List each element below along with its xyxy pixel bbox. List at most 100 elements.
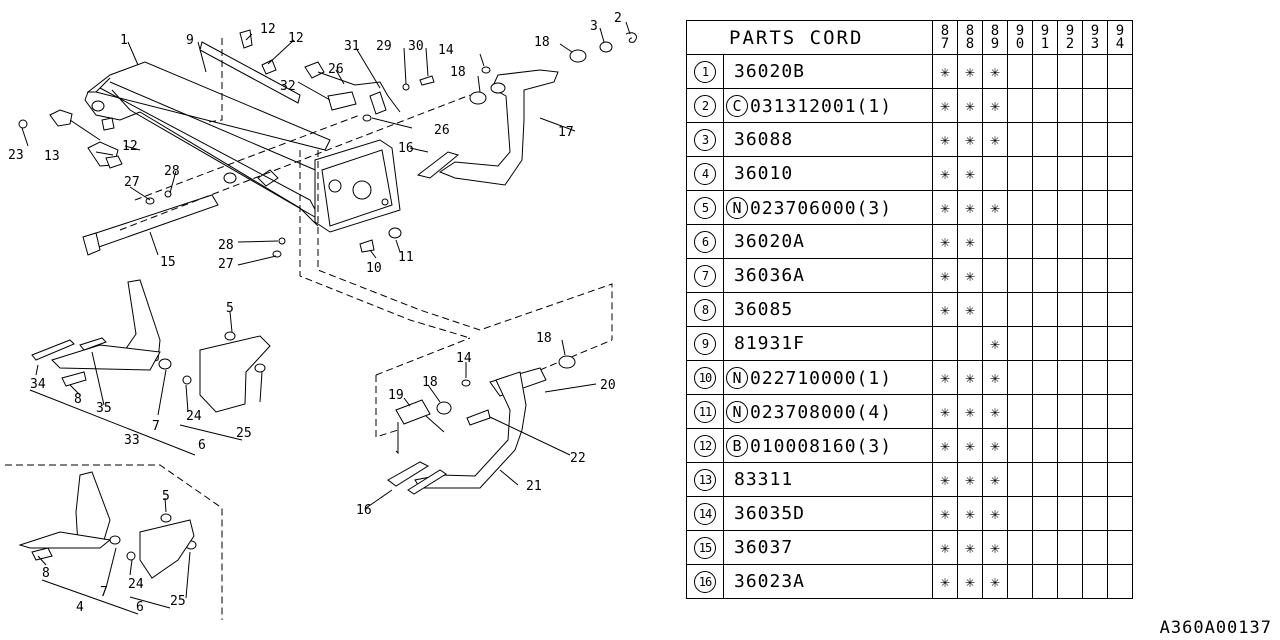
callout-27: 27 [124, 175, 140, 190]
part-code-cell: 36035D [723, 496, 933, 531]
year-applicability-cell [1107, 122, 1133, 157]
year-applicability-cell [1107, 54, 1133, 89]
year-applicability-cell: ✳ [932, 292, 958, 327]
year-applicability-cell [1057, 190, 1083, 225]
callout-18: 18 [534, 35, 550, 50]
ref-number: 6 [694, 230, 716, 253]
ref-number: 12 [694, 434, 716, 457]
year-applicability-cell [1032, 258, 1058, 293]
ref-number-cell: 12 [686, 428, 724, 463]
year-applicability-cell: ✳ [957, 258, 983, 293]
year-applicability-cell [1032, 190, 1058, 225]
year-applicability-cell [1057, 122, 1083, 157]
year-applicability-cell [1032, 360, 1058, 395]
part-code-cell: 36020A [723, 224, 933, 259]
callout-5: 5 [226, 301, 234, 316]
year-applicability-cell [1082, 156, 1108, 191]
year-applicability-cell [1082, 564, 1108, 599]
year-applicability-cell: ✳ [957, 496, 983, 531]
callout-22: 22 [570, 451, 586, 466]
part-code: 83311 [734, 469, 794, 490]
callout-18: 18 [536, 331, 552, 346]
ref-number: 7 [694, 264, 716, 287]
year-applicability-cell: ✳ [932, 190, 958, 225]
year-applicability-cell: ✳ [957, 360, 983, 395]
part-prefix-badge: N [726, 196, 748, 219]
callout-25: 25 [236, 426, 252, 441]
callout-12: 12 [260, 22, 276, 37]
ref-number: 16 [694, 570, 716, 593]
callout-3: 3 [590, 19, 598, 34]
year-applicability-cell: ✳ [957, 88, 983, 123]
year-applicability-cell [1082, 54, 1108, 89]
part-prefix-badge: N [726, 366, 748, 389]
year-applicability-cell [1007, 326, 1033, 361]
year-applicability-cell: ✳ [982, 564, 1008, 599]
year-applicability-cell [1032, 326, 1058, 361]
year-applicability-cell: ✳ [932, 530, 958, 565]
year-applicability-cell [1082, 360, 1108, 395]
year-applicability-cell [1082, 88, 1108, 123]
year-applicability-cell [1007, 88, 1033, 123]
year-applicability-cell [1057, 428, 1083, 463]
callout-4: 4 [76, 600, 84, 615]
year-applicability-cell [1082, 326, 1108, 361]
year-applicability-cell [1032, 462, 1058, 497]
year-applicability-cell [1057, 156, 1083, 191]
part-code-cell: 83311 [723, 462, 933, 497]
drawing-id: A360A00137 [1159, 618, 1272, 638]
year-applicability-cell [1107, 326, 1133, 361]
year-applicability-cell: ✳ [982, 462, 1008, 497]
ref-number-cell: 11 [686, 394, 724, 429]
part-code: 36020A [734, 231, 806, 252]
year-applicability-cell [1032, 428, 1058, 463]
year-applicability-cell [1107, 428, 1133, 463]
callout-16: 16 [398, 141, 414, 156]
callout-2: 2 [614, 11, 622, 26]
part-code: 36010 [734, 163, 794, 184]
year-applicability-cell [1007, 564, 1033, 599]
year-applicability-cell [1107, 292, 1133, 327]
ref-number-cell: 10 [686, 360, 724, 395]
year-applicability-cell [1057, 462, 1083, 497]
exploded-parts-diagram: 1 9 12 12 12 23 13 27 28 15 28 27 10 11 … [5, 11, 637, 620]
callout-17: 17 [558, 125, 574, 140]
year-applicability-cell [1007, 190, 1033, 225]
ref-number: 14 [694, 502, 716, 525]
ref-number-cell: 14 [686, 496, 724, 531]
part-code: 36088 [734, 129, 794, 150]
ref-number-cell: 5 [686, 190, 724, 225]
year-applicability-cell: ✳ [957, 190, 983, 225]
year-applicability-cell [1107, 258, 1133, 293]
year-applicability-cell: ✳ [932, 122, 958, 157]
year-applicability-cell [1107, 462, 1133, 497]
ref-number: 1 [694, 60, 716, 83]
year-applicability-cell [982, 156, 1008, 191]
year-applicability-cell [1007, 530, 1033, 565]
year-applicability-cell [1057, 54, 1083, 89]
year-applicability-cell: ✳ [957, 156, 983, 191]
year-applicability-cell [1007, 122, 1033, 157]
year-applicability-cell: ✳ [957, 122, 983, 157]
year-applicability-cell [1082, 190, 1108, 225]
year-applicability-cell [1032, 496, 1058, 531]
part-code: 36035D [734, 503, 806, 524]
year-applicability-cell [1107, 394, 1133, 429]
ref-number-cell: 15 [686, 530, 724, 565]
year-applicability-cell [1057, 530, 1083, 565]
year-applicability-cell [982, 258, 1008, 293]
year-applicability-cell [1032, 224, 1058, 259]
ref-number: 9 [694, 332, 716, 355]
ref-number-cell: 4 [686, 156, 724, 191]
year-applicability-cell: ✳ [982, 428, 1008, 463]
year-applicability-cell [957, 326, 983, 361]
